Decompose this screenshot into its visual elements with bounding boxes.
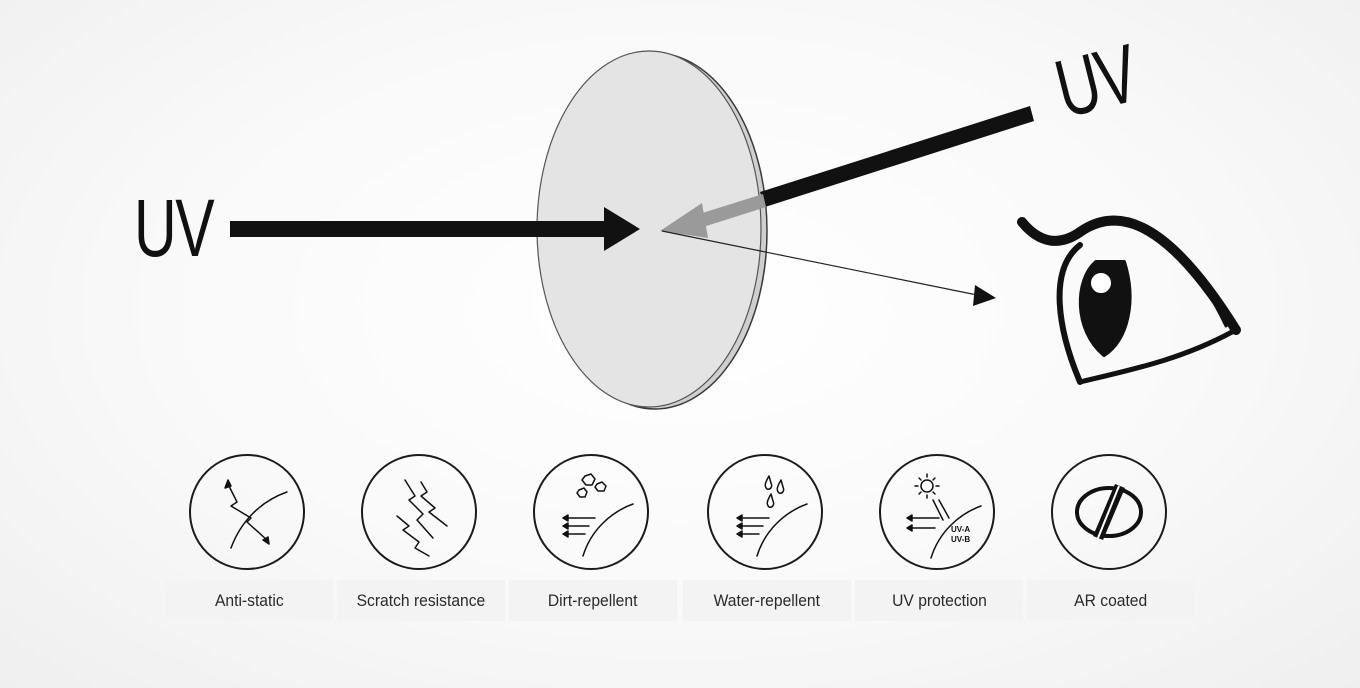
incoming-uv-arrow-right (760, 106, 1034, 207)
feature-circle (533, 454, 649, 570)
incoming-uv-arrow (230, 207, 640, 251)
feature-anti-static: Anti-static (165, 452, 333, 624)
feature-circle (1051, 454, 1167, 570)
feature-label: Dirt-repellent (548, 590, 638, 610)
transmitted-light-arrow (661, 230, 996, 306)
feature-label-bar: Dirt-repellent (509, 580, 677, 621)
feature-label-bar: UV protection (855, 580, 1023, 621)
anti-static-icon (224, 479, 288, 549)
uv-protection-icon: UV-A UV-B (906, 473, 982, 559)
feature-label-bar: Scratch resistance (337, 580, 505, 621)
feature-circle (361, 454, 477, 570)
scratch-resistance-icon (396, 479, 448, 557)
feature-label: Water-repellent (713, 590, 821, 610)
feature-circle: UV-A UV-B (879, 454, 995, 570)
feature-label: Anti-static (214, 590, 284, 610)
feature-label-bar: AR coated (1027, 580, 1195, 621)
diagram-canvas (230, 50, 1241, 410)
ar-coated-icon (1075, 484, 1143, 540)
feature-label: AR coated (1074, 590, 1148, 610)
feature-label-bar: Anti-static (165, 580, 333, 621)
uv-label-left: UV (134, 183, 215, 274)
reflected-uv-arrow (660, 194, 766, 238)
feature-ar-coated: AR coated (1027, 452, 1195, 624)
feature-circle (189, 454, 305, 570)
feature-scratch-resistance: Scratch resistance (337, 452, 505, 624)
feature-uv-protection: UV-A UV-B UV protection (855, 452, 1023, 624)
feature-circle (707, 454, 823, 570)
feature-label: Scratch resistance (356, 590, 486, 610)
feature-label: UV protection (891, 590, 987, 610)
feature-label-bar: Water-repellent (683, 580, 851, 621)
eye-icon (1017, 215, 1241, 385)
uv-b-label: UV-B (951, 535, 970, 544)
feature-water-repellent: Water-repellent (683, 452, 851, 624)
feature-dirt-repellent: Dirt-repellent (509, 452, 677, 624)
dirt-repellent-icon (562, 473, 634, 557)
water-repellent-icon (736, 475, 808, 557)
uv-a-label: UV-A (951, 525, 970, 534)
